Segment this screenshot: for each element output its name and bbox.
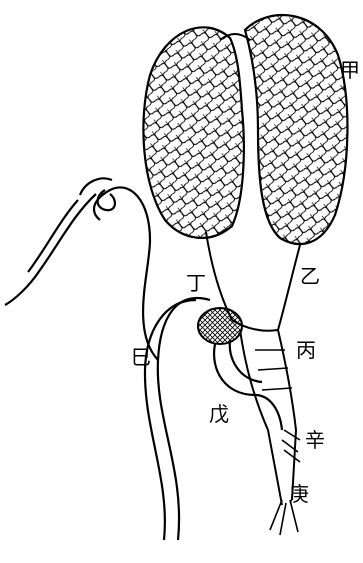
- right-lobe: [245, 15, 347, 244]
- label-xin: 辛: [305, 430, 325, 450]
- label-ding: 丁: [186, 273, 206, 293]
- label-bing: 丙: [296, 340, 316, 360]
- label-yi: 乙: [300, 266, 320, 286]
- label-wu: 戊: [209, 404, 229, 424]
- label-jia: 甲: [340, 60, 360, 80]
- central-stalk: [206, 232, 300, 505]
- label-geng: 庚: [289, 484, 309, 504]
- label-ji: 巳: [131, 347, 151, 367]
- left-lobe: [143, 27, 243, 238]
- hatched-body: [198, 308, 242, 344]
